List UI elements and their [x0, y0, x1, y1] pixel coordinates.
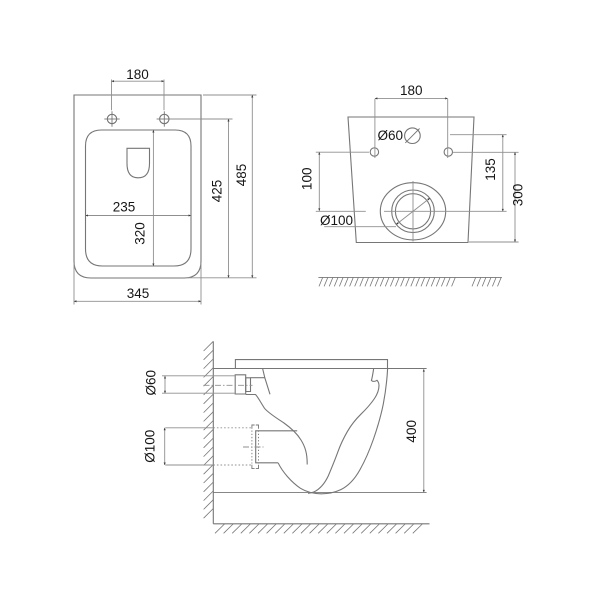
svg-text:Ø60: Ø60	[378, 128, 404, 143]
svg-text:300: 300	[511, 184, 526, 207]
svg-text:180: 180	[400, 83, 423, 98]
svg-text:400: 400	[404, 420, 419, 443]
svg-text:100: 100	[300, 168, 315, 191]
svg-text:180: 180	[126, 67, 149, 82]
svg-text:Ø100: Ø100	[143, 430, 158, 463]
svg-text:485: 485	[234, 164, 249, 187]
svg-text:345: 345	[127, 286, 150, 301]
svg-text:135: 135	[483, 158, 498, 181]
svg-text:425: 425	[210, 180, 225, 203]
svg-text:235: 235	[113, 199, 136, 214]
svg-text:Ø100: Ø100	[320, 213, 353, 228]
svg-text:Ø60: Ø60	[143, 370, 158, 396]
svg-text:320: 320	[133, 222, 148, 245]
